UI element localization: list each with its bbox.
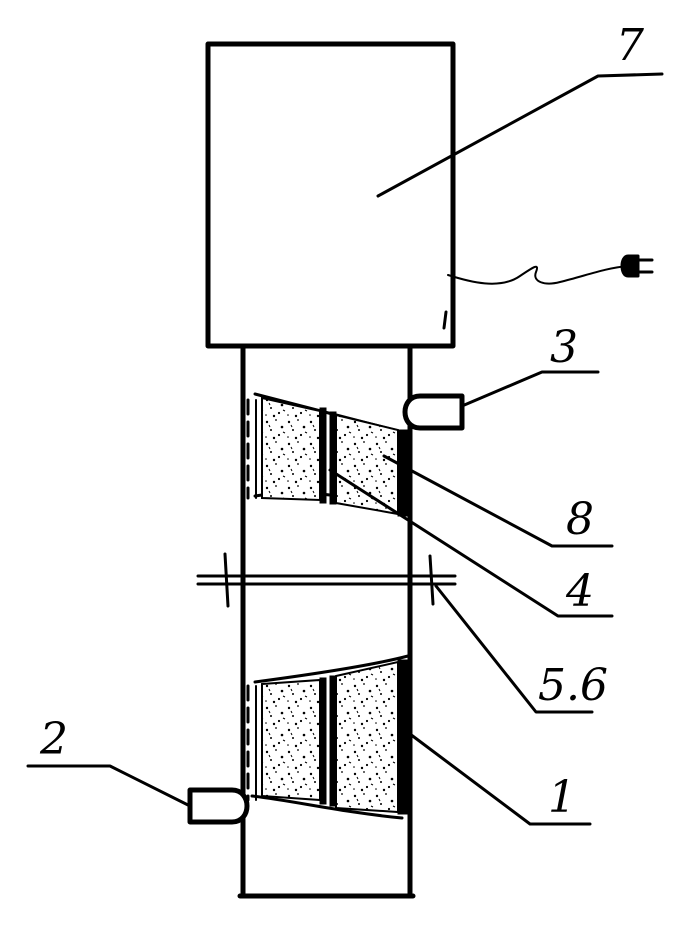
flange-joint [196, 552, 457, 608]
label-2: 2 [39, 714, 68, 765]
leader-3 [460, 370, 600, 408]
plug-icon [620, 254, 654, 278]
power-cord [442, 265, 629, 330]
leader-2 [26, 764, 192, 808]
upper-filter-section [246, 392, 412, 517]
outlet-port-3 [402, 393, 465, 431]
label-4: 4 [565, 566, 594, 617]
lower-filter-section [246, 654, 410, 820]
label-56: 5.6 [538, 660, 608, 711]
label-3: 3 [550, 322, 578, 373]
inlet-port-2 [187, 787, 250, 825]
leader-lines [26, 72, 664, 826]
label-7: 7 [616, 20, 644, 71]
top-housing-box [205, 41, 456, 349]
leader-1 [408, 732, 592, 826]
leader-56 [434, 584, 594, 714]
leader-8 [382, 454, 614, 548]
leader-7 [376, 72, 664, 198]
label-1: 1 [548, 772, 576, 823]
leader-4 [328, 468, 614, 618]
label-8: 8 [566, 494, 594, 545]
